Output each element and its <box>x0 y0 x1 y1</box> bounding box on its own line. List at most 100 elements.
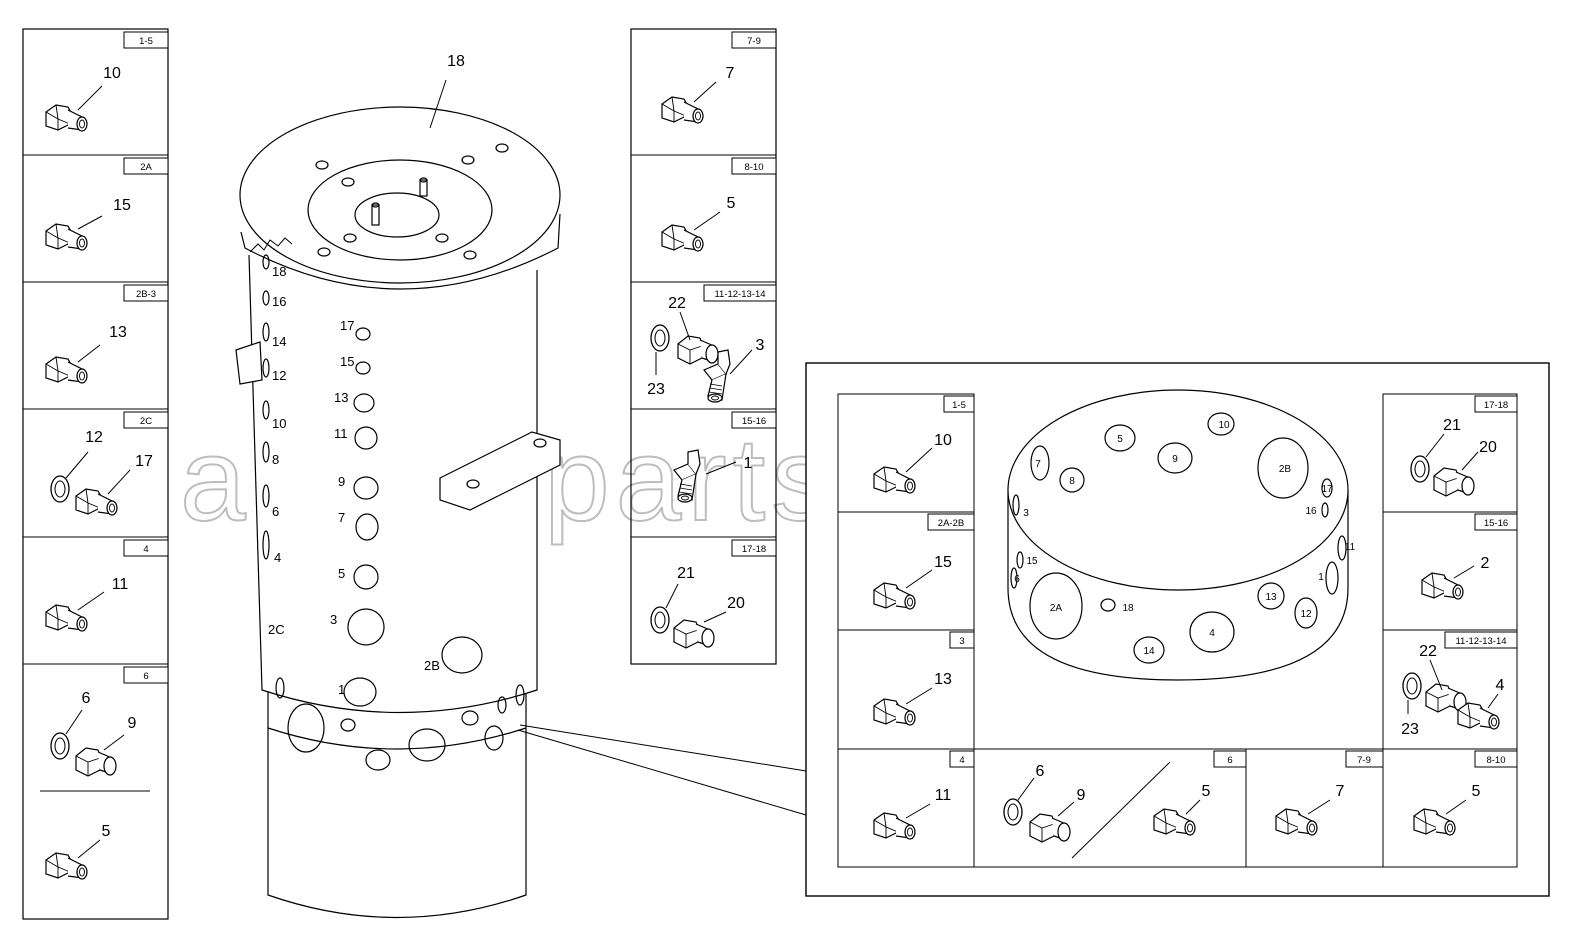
plug-fitting-icon <box>661 96 704 124</box>
callout-tag: 8-10 <box>731 157 777 175</box>
leader-line <box>517 729 807 816</box>
svg-text:7-9: 7-9 <box>747 36 761 47</box>
part-number-label: 9 <box>128 715 137 732</box>
svg-text:4: 4 <box>143 544 148 555</box>
svg-text:10: 10 <box>272 416 286 431</box>
part-number-label: 13 <box>109 324 127 341</box>
callout-tag: 8-10 <box>1474 750 1518 768</box>
part-number-label: 22 <box>668 295 686 312</box>
svg-text:15-16: 15-16 <box>742 416 766 427</box>
callout-tag: 1-5 <box>123 31 169 49</box>
part-number-label: 23 <box>1401 721 1419 738</box>
plug-fitting-icon <box>45 356 88 384</box>
svg-text:1-5: 1-5 <box>952 400 966 411</box>
svg-text:9: 9 <box>338 474 345 489</box>
part-number-label: 20 <box>1479 439 1497 456</box>
svg-text:4: 4 <box>959 755 964 766</box>
washer-icon <box>1003 798 1023 826</box>
svg-text:6: 6 <box>1014 574 1020 585</box>
part-number-label: 23 <box>647 381 665 398</box>
svg-text:17: 17 <box>1321 484 1333 495</box>
callout-tag: 2C <box>123 411 169 429</box>
svg-text:18: 18 <box>1122 603 1134 614</box>
svg-text:17: 17 <box>340 318 354 333</box>
callout-tag: 1-5 <box>943 395 975 413</box>
svg-text:11: 11 <box>1345 542 1356 553</box>
part-number-label: 20 <box>727 595 745 612</box>
leader-line <box>519 724 807 772</box>
svg-text:13: 13 <box>334 390 348 405</box>
part-number-label: 22 <box>1419 643 1437 660</box>
svg-text:3: 3 <box>330 612 337 627</box>
svg-text:17-18: 17-18 <box>742 544 766 555</box>
svg-text:12: 12 <box>272 368 286 383</box>
svg-text:6: 6 <box>143 671 148 682</box>
svg-text:7: 7 <box>1035 459 1041 470</box>
callout-tag: 17-18 <box>1474 395 1518 413</box>
cap-plug-icon <box>677 335 719 365</box>
cap-plug-icon <box>75 747 117 777</box>
callout-tag: 17-18 <box>731 539 777 557</box>
svg-text:7-9: 7-9 <box>1357 755 1371 766</box>
svg-text:11: 11 <box>334 426 348 441</box>
svg-text:12: 12 <box>1300 609 1312 620</box>
divider-line <box>1071 761 1171 859</box>
plug-fitting-icon <box>661 224 704 252</box>
svg-text:6: 6 <box>1227 755 1232 766</box>
left-column: 1-5 2A 2B-3 2C 4 6 10 15 13 12 17 11 6 9… <box>22 28 169 920</box>
svg-text:6: 6 <box>272 504 279 519</box>
part-number-label: 9 <box>1077 787 1086 804</box>
svg-text:2B: 2B <box>424 658 440 673</box>
part-number-label: 15 <box>934 554 952 571</box>
part-number-label: 5 <box>1472 783 1481 800</box>
callout-tag: 6 <box>1213 750 1247 768</box>
callout-tag: 11-12-13-14 <box>1444 631 1518 649</box>
callout-tag: 2A <box>123 157 169 175</box>
svg-text:3: 3 <box>959 636 964 647</box>
part-number-label: 3 <box>756 337 765 354</box>
washer-icon <box>650 324 670 352</box>
callout-tag: 4 <box>949 750 975 768</box>
cylinder-port-labels: 18 16 14 12 10 8 6 4 17 15 13 11 9 7 5 3… <box>268 264 440 697</box>
svg-text:5: 5 <box>338 566 345 581</box>
part-number-label: 15 <box>113 197 131 214</box>
washer-icon <box>1410 455 1430 483</box>
svg-text:2B: 2B <box>1279 464 1292 475</box>
part-number-label: 6 <box>1036 763 1045 780</box>
svg-text:8-10: 8-10 <box>1486 755 1505 766</box>
svg-text:15: 15 <box>340 354 354 369</box>
part-number-label: 5 <box>102 823 111 840</box>
washer-icon <box>1402 672 1422 700</box>
svg-text:3: 3 <box>1023 508 1029 519</box>
svg-text:1: 1 <box>1318 572 1324 583</box>
svg-text:4: 4 <box>1209 628 1215 639</box>
svg-text:8-10: 8-10 <box>744 162 763 173</box>
svg-text:11-12-13-14: 11-12-13-14 <box>1455 636 1506 647</box>
svg-text:18: 18 <box>272 264 286 279</box>
part-number-label: 7 <box>726 65 735 82</box>
callout-tag: 7-9 <box>731 31 777 49</box>
detail-ring <box>1007 389 1349 681</box>
svg-text:2A-2B: 2A-2B <box>938 518 964 529</box>
part-number-label: 2 <box>1481 555 1490 572</box>
part-number-label: 5 <box>727 195 736 212</box>
cap-plug-icon <box>673 619 715 649</box>
callout-tag: 4 <box>123 539 169 557</box>
plug-fitting-icon <box>45 604 88 632</box>
svg-text:7: 7 <box>338 510 345 525</box>
detail-view: 1-5 2A-2B 3 4 6 7-9 8-10 17-18 15-16 11-… <box>805 362 1550 897</box>
svg-text:17-18: 17-18 <box>1484 400 1508 411</box>
washer-icon <box>50 475 70 503</box>
callout-tag: 11-12-13-14 <box>703 284 777 302</box>
part-number-label: 21 <box>1443 417 1461 434</box>
callout-tag: 3 <box>949 631 975 649</box>
callout-tag: 7-9 <box>1345 750 1384 768</box>
svg-text:2C: 2C <box>268 622 285 637</box>
part-number-label: 4 <box>1496 677 1505 694</box>
svg-text:15-16: 15-16 <box>1484 518 1508 529</box>
callout-tag: 6 <box>123 666 169 684</box>
callout-tag: 2B-3 <box>123 284 169 302</box>
part-number-label: 5 <box>1202 783 1211 800</box>
svg-text:8: 8 <box>1069 476 1075 487</box>
